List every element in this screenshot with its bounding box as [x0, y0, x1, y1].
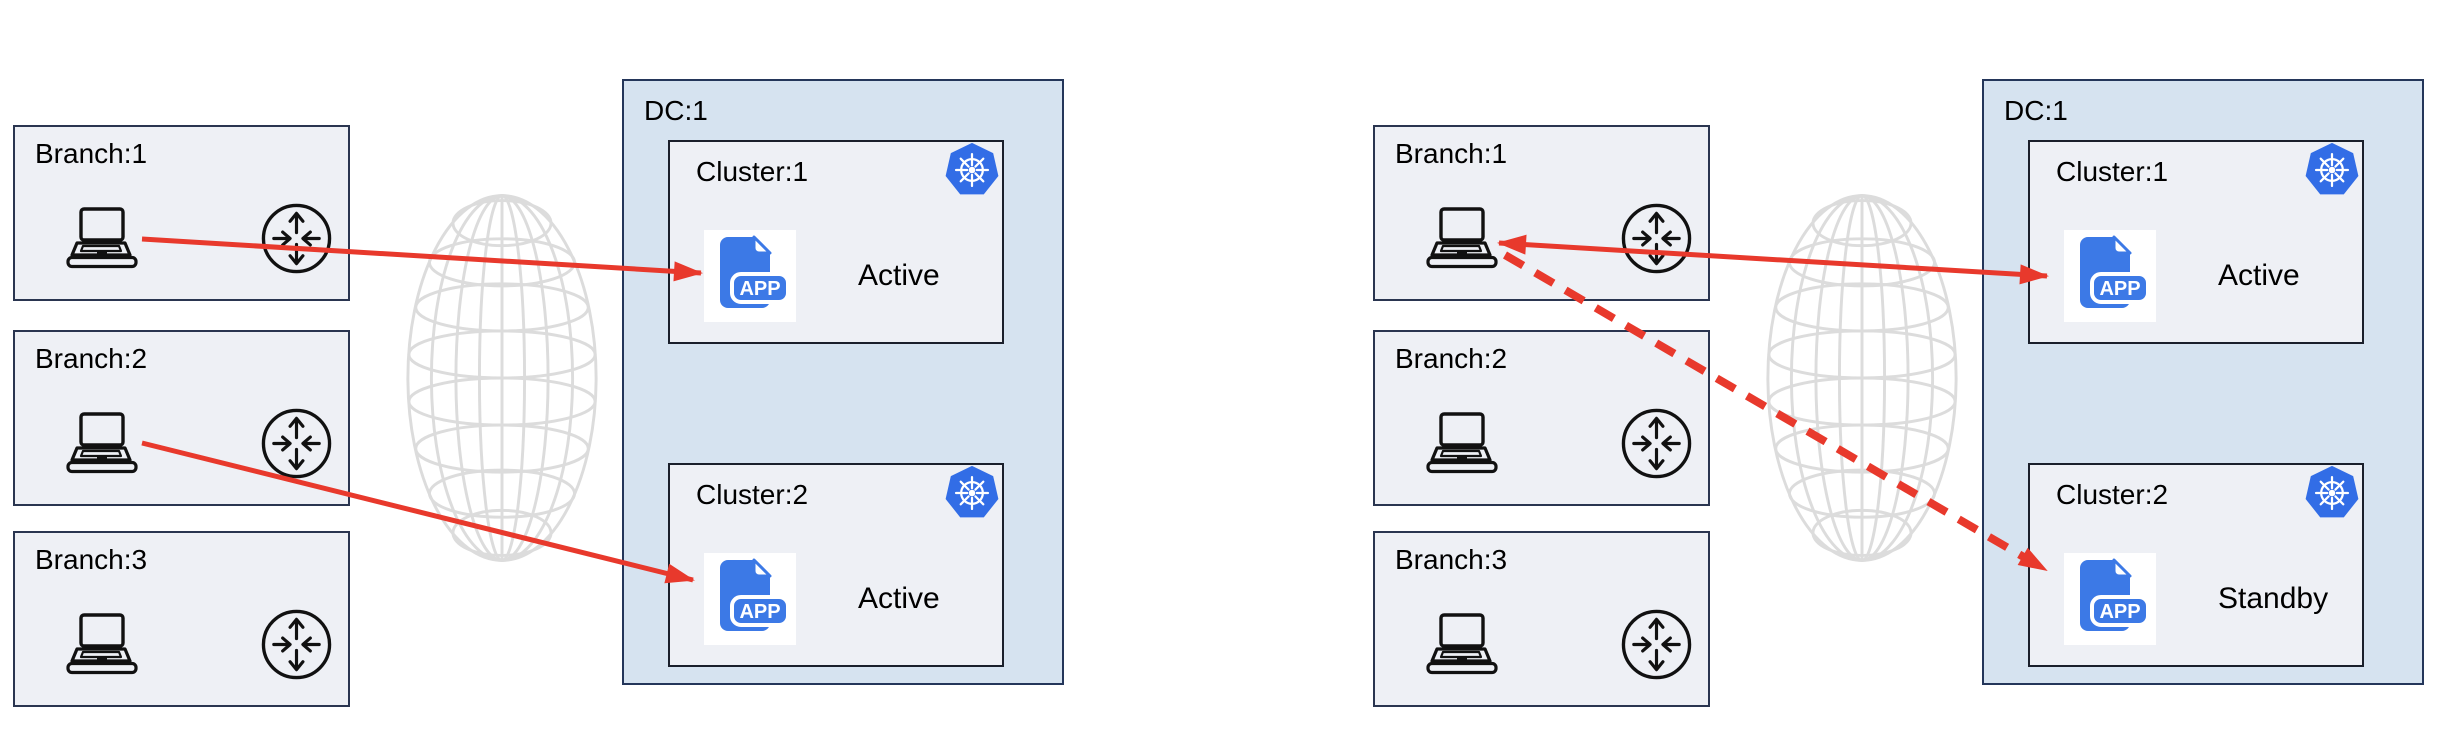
branch-label: Branch:2 — [1395, 343, 1508, 374]
panel-active-standby: Branch:1 Branch:2 Branch:3 DC:1 Cluster:… — [1360, 0, 2451, 750]
cluster-box-1: Cluster:1 Active — [668, 140, 1004, 344]
cluster-label: Cluster:2 — [2056, 479, 2169, 510]
kubernetes-icon — [943, 464, 1001, 522]
wan-globe-icon — [402, 188, 602, 568]
cluster-box-1: Cluster:1 Active — [2028, 140, 2364, 344]
wan-globe-icon — [1762, 188, 1962, 568]
branch-box-1: Branch:1 — [1373, 125, 1710, 301]
panel-active-active: Branch:1 Branch:2 Branch:3 DC:1 Cluster:… — [0, 0, 1091, 750]
laptop-icon — [1423, 613, 1501, 677]
app-icon — [704, 230, 796, 322]
dc-box: DC:1 Cluster:1 Active Cluster:2 Active — [622, 79, 1064, 685]
router-icon — [1619, 607, 1694, 682]
router-icon — [259, 201, 334, 276]
branch-label: Branch:3 — [35, 544, 148, 575]
branch-label: Branch:2 — [35, 343, 148, 374]
app-icon — [2064, 230, 2156, 322]
branch-box-3: Branch:3 — [1373, 531, 1710, 707]
router-icon — [259, 406, 334, 481]
laptop-icon — [1423, 412, 1501, 476]
cluster-status: Active — [2218, 259, 2300, 292]
router-icon — [1619, 201, 1694, 276]
branch-box-1: Branch:1 — [13, 125, 350, 301]
cluster-status: Active — [858, 259, 940, 292]
cluster-status: Standby — [2218, 582, 2329, 615]
cluster-status: Active — [858, 582, 940, 615]
cluster-box-2: Cluster:2 Standby — [2028, 463, 2364, 667]
cluster-label: Cluster:1 — [2056, 156, 2169, 187]
branch-box-2: Branch:2 — [13, 330, 350, 506]
kubernetes-icon — [2303, 141, 2361, 199]
laptop-icon — [63, 412, 141, 476]
app-icon — [704, 553, 796, 645]
dc-box: DC:1 Cluster:1 Active Cluster:2 Standby — [1982, 79, 2424, 685]
dc-label: DC:1 — [644, 95, 708, 126]
branch-label: Branch:1 — [1395, 138, 1508, 169]
laptop-icon — [1423, 207, 1501, 271]
cluster-label: Cluster:1 — [696, 156, 809, 187]
router-icon — [1619, 406, 1694, 481]
branch-label: Branch:1 — [35, 138, 148, 169]
laptop-icon — [63, 613, 141, 677]
kubernetes-icon — [2303, 464, 2361, 522]
app-icon — [2064, 553, 2156, 645]
kubernetes-icon — [943, 141, 1001, 199]
cluster-box-2: Cluster:2 Active — [668, 463, 1004, 667]
cluster-label: Cluster:2 — [696, 479, 809, 510]
laptop-icon — [63, 207, 141, 271]
router-icon — [259, 607, 334, 682]
dc-label: DC:1 — [2004, 95, 2068, 126]
branch-label: Branch:3 — [1395, 544, 1508, 575]
branch-box-3: Branch:3 — [13, 531, 350, 707]
branch-box-2: Branch:2 — [1373, 330, 1710, 506]
